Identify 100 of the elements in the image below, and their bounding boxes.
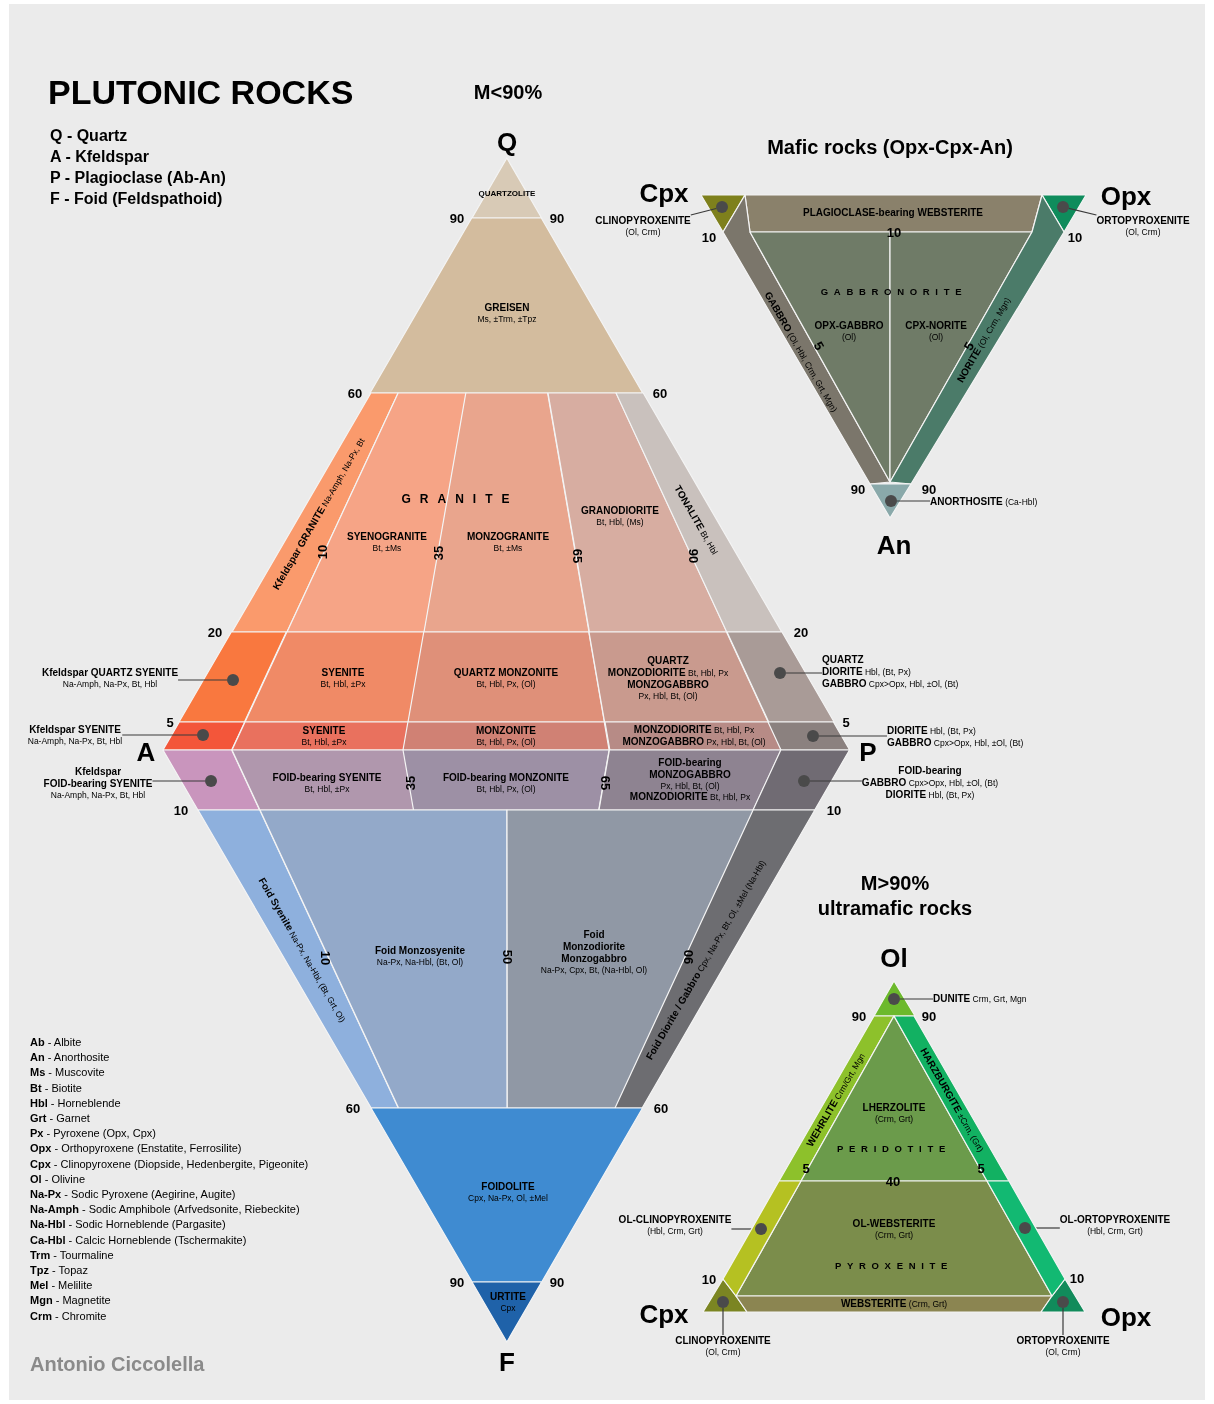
- end-member-key: Q - Quartz: [50, 126, 128, 146]
- group-name: PERIDOTITE: [837, 1142, 951, 1156]
- scale-value: 90: [921, 482, 937, 496]
- abbreviation-entry: Ms - Muscovite: [30, 1066, 105, 1081]
- rock-name: CLINOPYROXENITE: [595, 215, 691, 227]
- abbreviation-entry: Trm - Tourmaline: [30, 1248, 114, 1263]
- scale-value: 10: [315, 544, 329, 560]
- rock-name: OL-ORTOPYROXENITE: [1059, 1214, 1171, 1226]
- mineral-list: Na-Amph, Na-Px, Bt, Hbl: [41, 679, 179, 689]
- leader-line: [896, 500, 931, 502]
- scale-value: 65: [570, 548, 584, 564]
- diagram-title: PLUTONIC ROCKS: [48, 72, 354, 113]
- mineral-list: (Ol, Crm): [1016, 1347, 1110, 1357]
- end-member-key: P - Plagioclase (Ab-An): [50, 168, 226, 188]
- abbreviation-entry: Na-Px - Sodic Pyroxene (Aegirine, Augite): [30, 1188, 236, 1202]
- rock-field: [403, 722, 610, 750]
- rock-name: FOIDOLITE: [480, 1181, 536, 1193]
- abbreviation-entry: Na-Amph - Sodic Amphibole (Arfvedsonite, Riebeckite): [30, 1203, 300, 1218]
- leader-line: [1068, 207, 1097, 216]
- mineral-list: Bt, ±Ms: [347, 543, 427, 553]
- abbreviation-entry: Na-Hbl - Sodic Horneblende (Pargasite): [30, 1218, 226, 1233]
- section-heading: M<90%: [473, 79, 543, 105]
- mineral-list: Bt, Hbl, Px, (Ol): [442, 784, 570, 794]
- mineral-list: Ms, ±Trm, ±Tpz: [477, 314, 537, 324]
- rock-field: [231, 722, 409, 750]
- vertex-label: Ol: [880, 945, 908, 971]
- vertex-label: An: [876, 532, 912, 558]
- abbreviation-entry: Grt - Garnet: [30, 1112, 90, 1126]
- rock-name: OL-CLINOPYROXENITE: [618, 1214, 732, 1226]
- scale-value: 90: [921, 1009, 937, 1023]
- abbreviation-entry: Crm - Chromite: [30, 1309, 107, 1324]
- rock-name: QUARTZOLITE: [478, 189, 536, 199]
- rock-field: [736, 1296, 1052, 1312]
- mineral-list: Na-Amph, Na-Px, Bt, Hbl: [27, 736, 123, 746]
- scale-value: 60: [653, 1101, 669, 1115]
- mineral-list: (Ol, Crm): [675, 1347, 771, 1357]
- scale-value: 60: [652, 386, 668, 400]
- scale-value: 10: [826, 803, 842, 817]
- leader-line: [690, 207, 717, 216]
- mineral-list: (Ol): [814, 332, 884, 342]
- scale-value: 35: [431, 545, 445, 561]
- rock-name: MONZOGABBRO: [648, 769, 732, 781]
- rock-name: FOID-bearing SYENITE: [43, 778, 153, 790]
- scale-value: 90: [449, 211, 465, 225]
- rock-name: DIORITE Hbl, (Bt, Px): [884, 789, 976, 801]
- scale-value: 10: [1067, 230, 1083, 244]
- scale-value: 20: [207, 625, 223, 639]
- vertex-label: P: [859, 739, 877, 765]
- rock-name: GRANODIORITE: [581, 505, 659, 517]
- scale-value: 60: [347, 386, 363, 400]
- rock-name: PLAGIOCLASE-bearing WEBSTERITE: [803, 207, 983, 219]
- abbreviation-entry: An - Anorthosite: [30, 1051, 110, 1066]
- mineral-list: Bt, ±Ms: [466, 543, 550, 553]
- scale-value: 10: [173, 803, 189, 817]
- rock-name: Foid Monzodiorite Monzogabbro: [560, 929, 628, 965]
- vertex-label: Q: [496, 129, 518, 155]
- rock-name: Kfeldspar QUARTZ SYENITE: [41, 667, 179, 679]
- abbreviation-entry: Hbl - Horneblende: [30, 1096, 121, 1111]
- rock-name: GABBRO Cpx>Opx, Hbl, ±Ol, (Bt): [822, 678, 959, 690]
- rock-name: FOID-bearing SYENITE: [272, 772, 382, 784]
- vertex-label: Opx: [1100, 1304, 1152, 1330]
- rock-name: Kfeldspar SYENITE: [28, 724, 122, 736]
- mineral-list: (Ol, Crm): [595, 227, 691, 237]
- scale-value: 90: [850, 482, 866, 496]
- end-member-key: A - Kfeldspar: [50, 147, 149, 167]
- scale-value: 35: [403, 775, 417, 791]
- rock-name: SYENITE: [320, 667, 366, 679]
- rock-name: SYENOGRANITE: [347, 531, 427, 543]
- rock-name: MONZODIORITE Bt, Hbl, Px: [632, 724, 756, 736]
- rock-name: FOID-bearing MONZONITE: [442, 772, 570, 784]
- rock-name: MONZOGABBRO Px, Hbl, Bt, (Ol): [622, 736, 766, 748]
- rock-name: QUARTZ: [822, 654, 865, 666]
- leader-line: [151, 780, 206, 782]
- rock-name: GABBRO Cpx>Opx, Hbl, ±Ol, (Bt): [887, 737, 1024, 749]
- mineral-list: Na-Px, Na-Hbl, (Bt, Ol): [375, 957, 465, 967]
- rock-name: SYENITE: [301, 725, 347, 737]
- scale-value: 10: [701, 230, 717, 244]
- leader-line: [177, 679, 228, 681]
- leader-line: [809, 780, 863, 782]
- rock-name: ANORTHOSITE (Ca-Hbl): [930, 496, 1038, 508]
- rock-name: DUNITE Crm, Grt, Mgn: [933, 993, 1027, 1005]
- rock-name: DIORITE Hbl, (Bt, Px): [887, 725, 977, 737]
- rock-name: MONZODIORITE Bt, Hbl, Px: [607, 667, 729, 679]
- rock-name: CLINOPYROXENITE: [675, 1335, 771, 1347]
- rock-name: OPX-GABBRO: [814, 320, 884, 332]
- vertex-label: Cpx: [639, 1301, 689, 1327]
- rock-name: QUARTZ MONZONITE: [453, 667, 559, 679]
- abbreviation-entry: Ca-Hbl - Calcic Horneblende (Tschermakite): [30, 1233, 247, 1248]
- scale-value: 90: [549, 211, 565, 225]
- rock-name: GABBRO Cpx>Opx, Hbl, ±Ol, (Bt): [861, 777, 999, 789]
- rock-field: [870, 484, 911, 518]
- mineral-list: Bt, Hbl, ±Px: [320, 679, 366, 689]
- abbreviation-entry: Tpz - Topaz: [30, 1264, 88, 1278]
- abbreviation-entry: Px - Pyroxene (Opx, Cpx): [30, 1127, 156, 1142]
- vertex-label: A: [136, 739, 156, 765]
- scale-value: 20: [793, 625, 809, 639]
- rock-name: ORTOPYROXENITE: [1096, 215, 1190, 227]
- section-heading: M>90% ultramafic rocks: [816, 871, 974, 921]
- rock-name: CPX-NORITE: [905, 320, 967, 332]
- scale-value: 10: [701, 1272, 717, 1286]
